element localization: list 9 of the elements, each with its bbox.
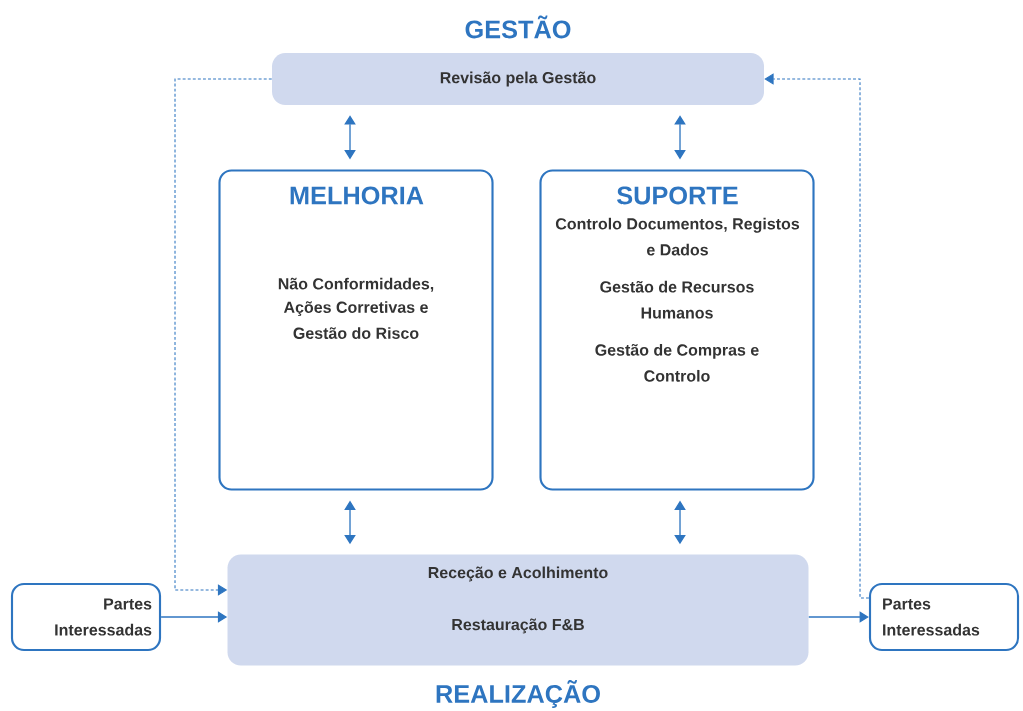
process-box: SUPORTE Controlo Documentos, Registos e Dados Gestão de Recursos Humanos Gestão de Compras e Controlo: [539, 169, 815, 491]
process-band: Receção e Acolhimento Restauração F&B: [227, 554, 809, 666]
process-box: Partes Interessadas: [10, 582, 162, 652]
process-box: MELHORIA Não Conformidades, Ações Corretivas e Gestão do Risco: [218, 169, 494, 491]
arrow: [808, 611, 869, 623]
process-band: Revisão pela Gestão: [272, 53, 764, 105]
dashed-arrow: [764, 73, 870, 599]
dashed-arrow: [174, 78, 273, 596]
process-box: Partes Interessadas: [868, 582, 1020, 652]
